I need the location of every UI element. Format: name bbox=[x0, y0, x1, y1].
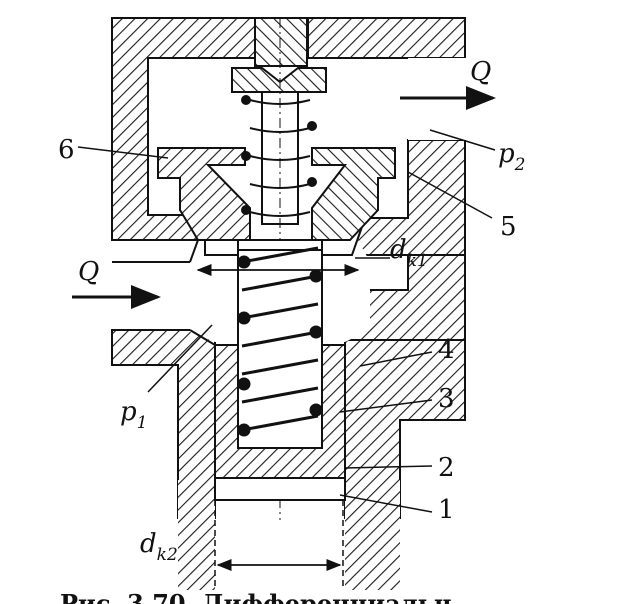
label-q-left: Q bbox=[78, 257, 99, 287]
label-part-5: 5 bbox=[500, 212, 517, 242]
dimension-dk1 bbox=[196, 257, 390, 276]
leader-lines bbox=[77, 129, 496, 513]
plunger-head bbox=[231, 67, 327, 93]
label-p2: p2 bbox=[498, 139, 525, 175]
valve-disc-right bbox=[311, 147, 396, 241]
label-p1: p1 bbox=[120, 397, 147, 433]
label-part-6: 6 bbox=[58, 135, 75, 165]
housing-bottom-right bbox=[345, 480, 400, 590]
base-plug bbox=[214, 477, 346, 501]
label-part-4: 4 bbox=[438, 335, 455, 365]
figure-caption: Рис. 3.70. Дифференциальн bbox=[60, 589, 452, 604]
label-part-1: 1 bbox=[438, 495, 455, 525]
housing-top-right bbox=[307, 17, 466, 59]
label-dk1: dk1 bbox=[390, 235, 428, 271]
label-part-2: 2 bbox=[438, 453, 455, 483]
housing-bottom-left bbox=[178, 480, 215, 590]
lower-spring bbox=[237, 246, 323, 437]
dimension-dk2 bbox=[214, 500, 344, 590]
label-part-3: 3 bbox=[438, 384, 455, 414]
upper-spring bbox=[241, 95, 317, 217]
label-dk2: dk2 bbox=[140, 529, 178, 565]
stem-guide bbox=[254, 17, 308, 67]
label-q-top: Q bbox=[470, 57, 491, 87]
